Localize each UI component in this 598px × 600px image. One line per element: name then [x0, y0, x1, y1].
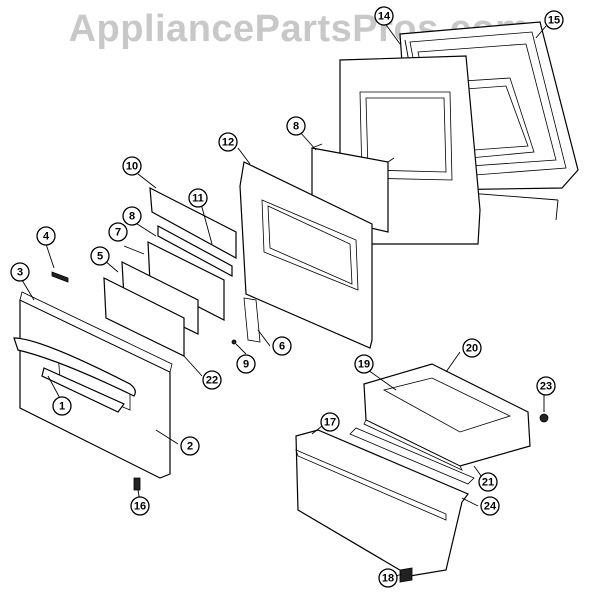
callout-circle: [320, 412, 340, 432]
callout-3: 3: [10, 262, 30, 282]
glass-set: [103, 186, 237, 357]
callout-15: 15: [544, 10, 564, 30]
callout-circle: [286, 116, 306, 136]
callout-24: 24: [480, 496, 500, 516]
callout-number: 14: [378, 11, 391, 23]
callout-22: 22: [202, 370, 222, 390]
screw-23: [539, 413, 549, 423]
callout-8: 8: [122, 206, 142, 226]
leveling-foot: [399, 567, 413, 583]
callout-14: 14: [374, 6, 394, 26]
callout-6: 6: [272, 336, 292, 356]
callout-number: 7: [115, 227, 121, 239]
callout-number: 16: [134, 501, 146, 513]
callout-2: 2: [180, 436, 200, 456]
callout-circle: [354, 354, 374, 374]
callout-circle: [218, 132, 238, 152]
callout-number: 8: [293, 121, 299, 133]
drawer-front: [295, 429, 469, 577]
hinge-bracket: [243, 297, 261, 343]
callout-circle: [122, 156, 142, 176]
callout-8: 8: [286, 116, 306, 136]
callout-number: 24: [484, 501, 497, 513]
callout-19: 19: [354, 354, 374, 374]
callout-number: 2: [187, 441, 193, 453]
callout-circle: [130, 496, 150, 516]
drawer-rail: [349, 427, 475, 485]
screw-16: [133, 477, 141, 491]
callout-circle: [90, 246, 110, 266]
outer-door-panel: [13, 291, 173, 479]
callout-circle: [122, 206, 142, 226]
callout-12: 12: [218, 132, 238, 152]
callout-circle: [478, 472, 498, 492]
callout-9: 9: [236, 354, 256, 374]
callout-circle: [36, 226, 56, 246]
callout-number: 1: [59, 401, 65, 413]
callout-number: 15: [548, 15, 560, 27]
callout-7: 7: [108, 222, 128, 242]
screw-9: [231, 339, 237, 345]
callout-4: 4: [36, 226, 56, 246]
callout-circle: [10, 262, 30, 282]
callout-10: 10: [122, 156, 142, 176]
callout-number: 9: [243, 359, 249, 371]
drawer: [363, 363, 531, 471]
callout-number: 23: [540, 381, 552, 393]
callout-circle: [536, 376, 556, 396]
callout-17: 17: [320, 412, 340, 432]
callout-21: 21: [478, 472, 498, 492]
screw-4: [51, 271, 69, 283]
callout-circle: [374, 6, 394, 26]
callout-11: 11: [188, 188, 208, 208]
callout-number: 6: [279, 341, 285, 353]
callout-number: 20: [466, 343, 478, 355]
callout-number: 12: [222, 137, 234, 149]
leader-lines: [21, 21, 547, 577]
callout-number: 21: [482, 477, 494, 489]
callout-number: 19: [358, 359, 370, 371]
callout-number: 4: [43, 231, 50, 243]
callout-16: 16: [130, 496, 150, 516]
callout-number: 5: [97, 251, 103, 263]
callout-circle: [480, 496, 500, 516]
callout-circle: [236, 354, 256, 374]
callout-circle: [188, 188, 208, 208]
callout-number: 18: [382, 573, 394, 585]
callout-circle: [180, 436, 200, 456]
callout-number: 17: [324, 417, 336, 429]
callout-circle: [378, 568, 398, 588]
callout-circle: [544, 10, 564, 30]
door-liner: [239, 161, 373, 349]
callout-number: 22: [206, 375, 218, 387]
callout-circle: [108, 222, 128, 242]
callout-number: 10: [126, 161, 138, 173]
callout-20: 20: [462, 338, 482, 358]
callout-number: 3: [17, 267, 23, 279]
callout-circle: [52, 396, 72, 416]
callout-5: 5: [90, 246, 110, 266]
callout-circle: [202, 370, 222, 390]
callout-circle: [272, 336, 292, 356]
callout-18: 18: [378, 568, 398, 588]
callout-circle: [462, 338, 482, 358]
callout-number: 11: [192, 193, 204, 205]
callout-number: 8: [129, 211, 135, 223]
callout-1: 1: [52, 396, 72, 416]
callout-23: 23: [536, 376, 556, 396]
